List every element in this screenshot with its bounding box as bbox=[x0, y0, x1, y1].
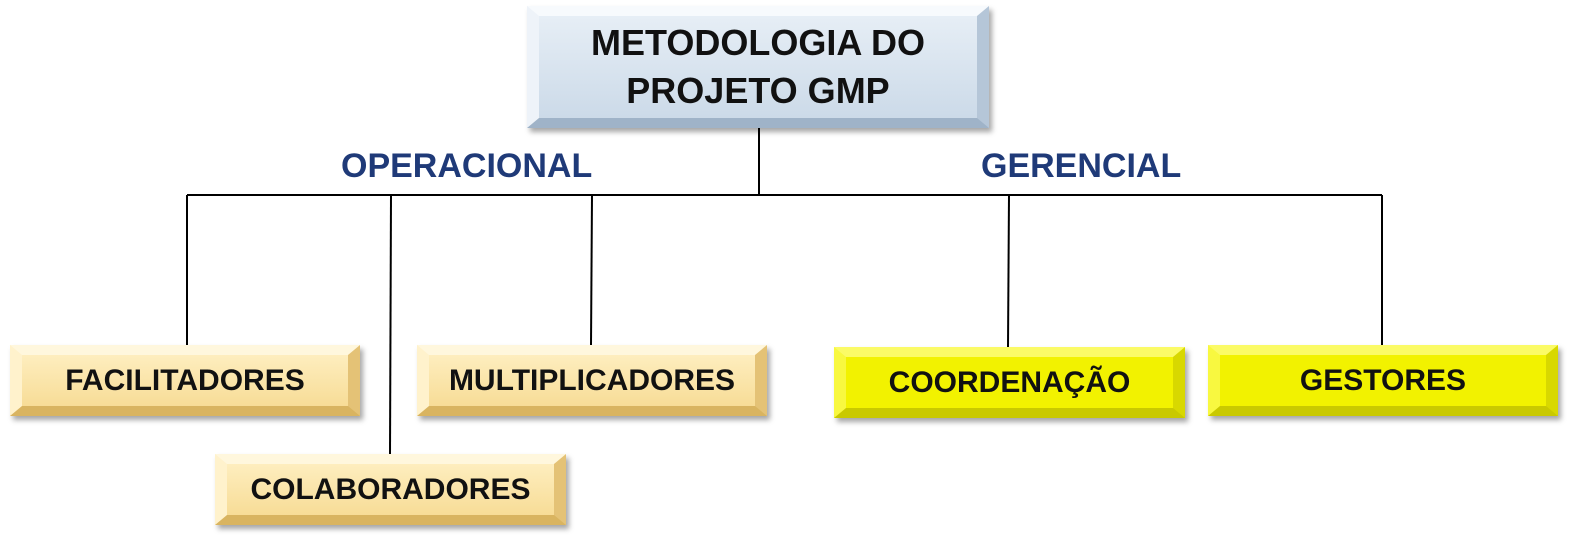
node-label: FACILITADORES bbox=[65, 363, 305, 397]
node-colaboradores: COLABORADORES bbox=[215, 454, 566, 525]
node-label: COLABORADORES bbox=[250, 472, 531, 506]
root-title-line1: METODOLOGIA DO bbox=[590, 22, 925, 63]
node-label: COORDENAÇÃO bbox=[888, 365, 1131, 399]
node-multiplicadores: MULTIPLICADORES bbox=[417, 345, 767, 416]
node-label: MULTIPLICADORES bbox=[448, 363, 736, 397]
drop-coordenacao bbox=[1007, 194, 1010, 348]
root-title-line2: PROJETO GMP bbox=[626, 70, 890, 111]
node-label: GESTORES bbox=[1299, 363, 1467, 397]
drop-colaboradores bbox=[389, 194, 392, 455]
node-gestores: GESTORES bbox=[1208, 345, 1558, 416]
node-coordenacao: COORDENAÇÃO bbox=[834, 347, 1185, 418]
drop-multiplicadores bbox=[590, 194, 593, 346]
node-facilitadores: FACILITADORES bbox=[10, 345, 360, 416]
branch-label-gerencial: GERENCIAL bbox=[981, 147, 1182, 185]
root-node: METODOLOGIA DO PROJETO GMP bbox=[527, 6, 989, 128]
branch-label-operacional: OPERACIONAL bbox=[341, 147, 593, 185]
